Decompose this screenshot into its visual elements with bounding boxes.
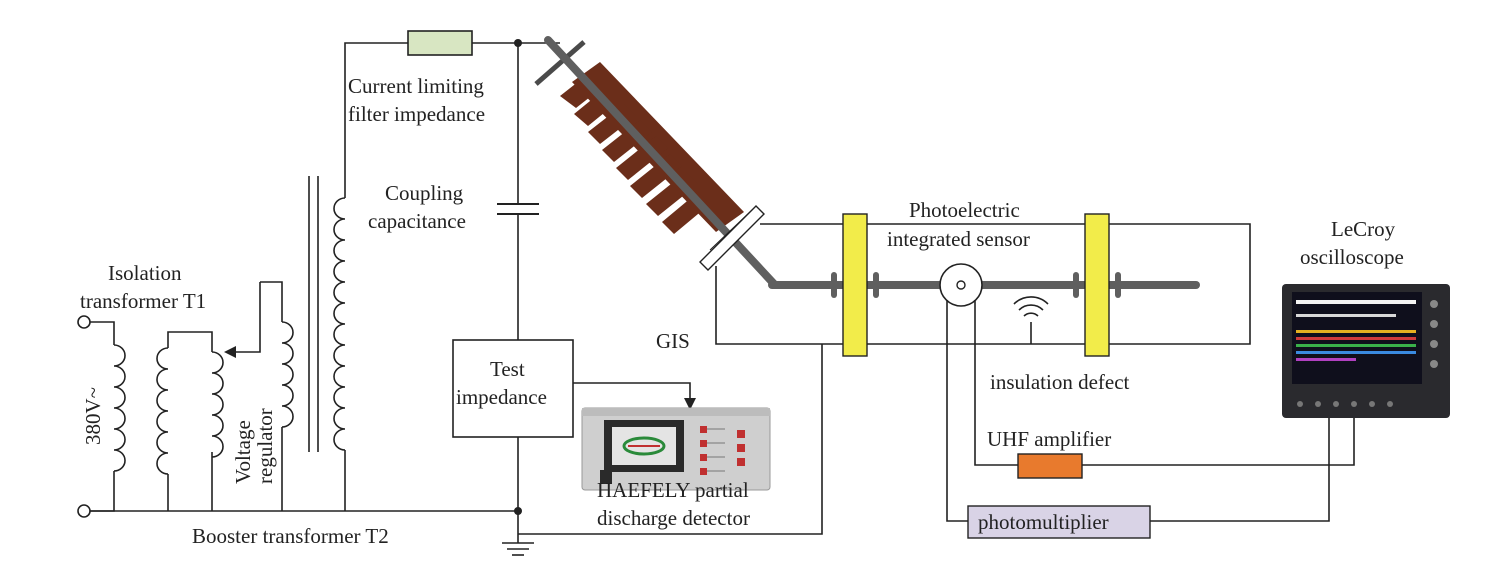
sensor-icon xyxy=(939,263,983,307)
label-test-2: impedance xyxy=(456,385,547,409)
haefely-detector-image xyxy=(581,407,771,491)
photomultiplier-box xyxy=(967,505,1151,539)
spacer-insulator-left xyxy=(831,213,879,357)
uhf-amplifier-box xyxy=(1017,453,1083,479)
label-voltage-reg-1: Voltage xyxy=(231,420,255,484)
label-voltage-reg-2: regulator xyxy=(253,408,277,484)
wifi-antenna-icon xyxy=(1013,296,1049,344)
voltage-regulator xyxy=(211,281,294,511)
label-isolation-2: transformer T1 xyxy=(80,289,206,313)
label-current-limiting-1: Current limiting xyxy=(348,74,484,98)
uhf-line xyxy=(974,300,1018,466)
label-oscilloscope-2: oscilloscope xyxy=(1300,245,1404,269)
label-sensor-1: Photoelectric xyxy=(909,198,1020,222)
ground-icon xyxy=(502,511,534,556)
label-supply-voltage: 380V~ xyxy=(81,387,105,445)
label-oscilloscope-1: LeCroy xyxy=(1331,217,1396,241)
label-gis: GIS xyxy=(656,329,690,353)
hv-bushing xyxy=(534,36,779,289)
filter-impedance xyxy=(407,30,473,56)
booster-transformer-t2 xyxy=(308,42,408,511)
optical-line xyxy=(946,300,968,522)
label-haefely-1: HAEFELY partial xyxy=(597,478,749,502)
label-coupling-2: capacitance xyxy=(368,209,466,233)
coupling-capacitor xyxy=(497,203,539,215)
label-photomultiplier: photomultiplier xyxy=(978,510,1109,534)
label-sensor-2: integrated sensor xyxy=(887,227,1030,251)
label-test-1: Test xyxy=(490,357,525,381)
label-current-limiting-2: filter impedance xyxy=(348,102,485,126)
label-insulation-defect: insulation defect xyxy=(990,370,1130,394)
label-haefely-2: discharge detector xyxy=(597,506,750,530)
test-impedance-box xyxy=(452,339,574,438)
label-uhf-amplifier: UHF amplifier xyxy=(987,427,1111,451)
isolation-transformer-t1 xyxy=(113,331,213,511)
oscilloscope-image xyxy=(1282,284,1450,418)
label-booster: Booster transformer T2 xyxy=(192,524,389,548)
label-coupling-1: Coupling xyxy=(385,181,464,205)
label-isolation-1: Isolation xyxy=(108,261,182,285)
spacer-insulator-right xyxy=(1073,213,1121,357)
